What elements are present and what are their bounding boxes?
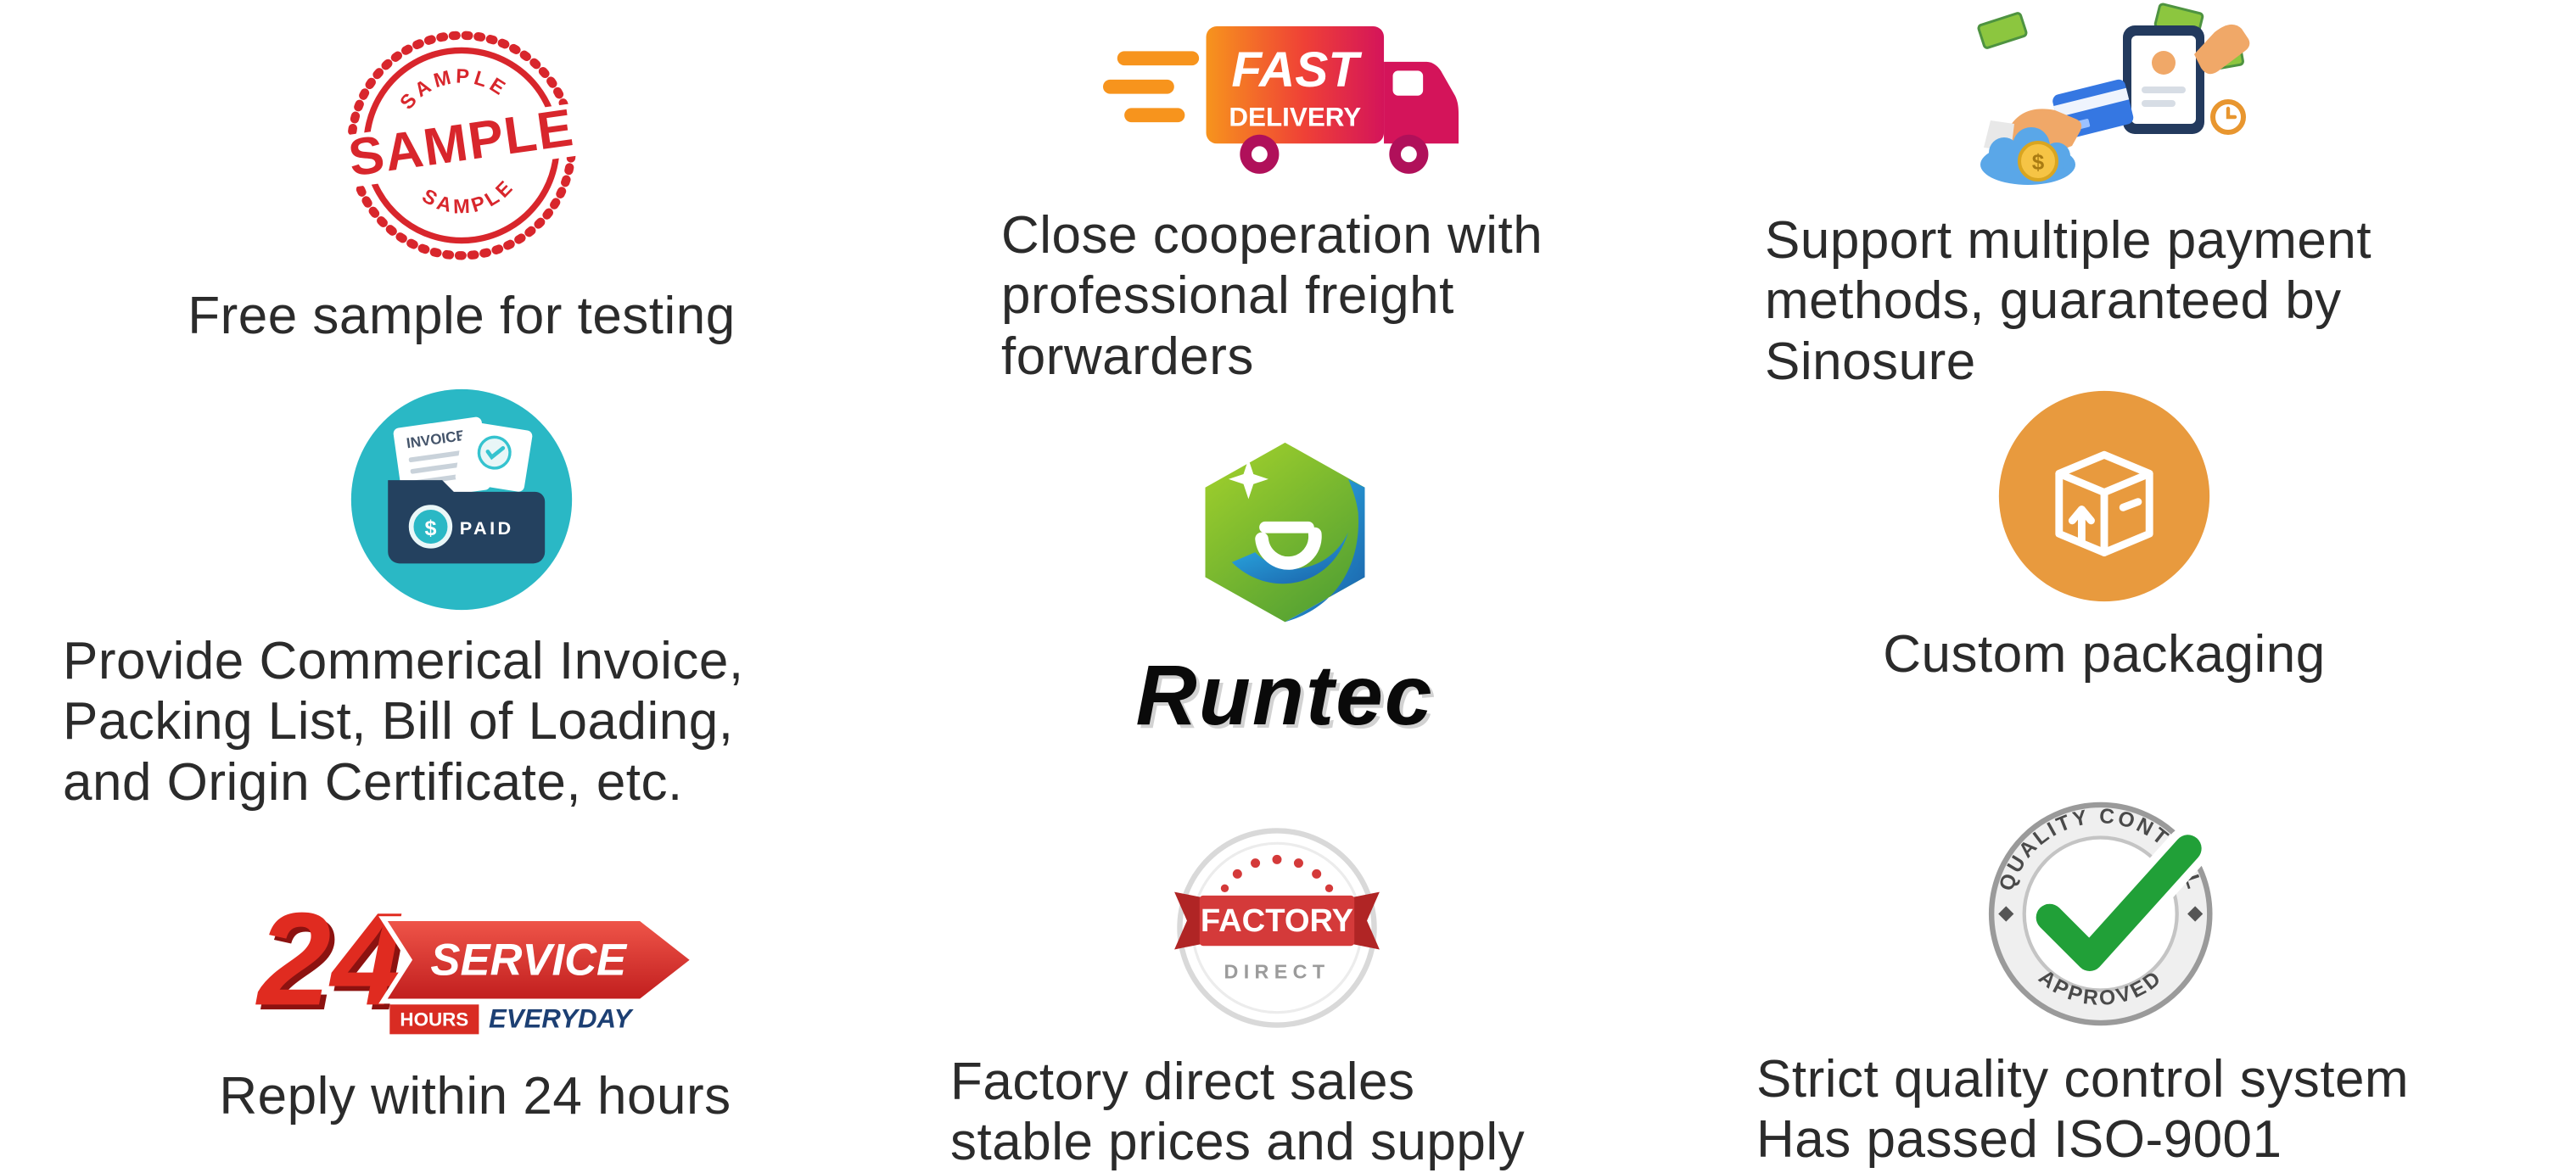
runtec-logo — [1205, 442, 1364, 623]
hours-word: HOURS — [400, 1009, 468, 1031]
24-hour-service-icon: 24 24 SERVICE HOURS EVERYDAY — [255, 885, 697, 1037]
right-hand — [2194, 24, 2250, 75]
badge-dots — [1220, 854, 1334, 892]
feature-caption: Free sample for testing — [188, 287, 736, 345]
truck-word-delivery: DELIVERY — [1229, 102, 1361, 131]
feature-quality-control: QUALITY CONTROL APPROVED Strict quality … — [1688, 794, 2520, 1170]
sparkle-icon — [1228, 459, 1268, 500]
box-outline — [2055, 450, 2153, 556]
sample-stamp-icon: SAMPLE SAMPLE SAMPLE — [344, 31, 580, 260]
factory-word: FACTORY — [1201, 902, 1353, 939]
speed-lines — [1103, 51, 1200, 123]
brand-name: Runtec — [1135, 648, 1434, 743]
payment-methods-icon: $ — [1977, 3, 2250, 185]
custom-packaging-icon — [1998, 390, 2210, 602]
checked-paper — [455, 421, 533, 492]
feature-caption: Support multiple payment methods, guaran… — [1765, 211, 2372, 391]
truck-word-fast: FAST — [1231, 42, 1362, 98]
feature-24h-service: 24 24 SERVICE HOURS EVERYDAY Reply withi… — [76, 885, 874, 1126]
feature-payment: $ Support multiple payment methods, guar… — [1748, 3, 2461, 392]
direct-word: DIRECT — [1224, 960, 1330, 982]
stamp-word-bottom: SAMPLE — [416, 173, 523, 226]
feature-caption: Close cooperation with professional frei… — [1001, 206, 1543, 386]
fast-delivery-truck-icon: FAST DELIVERY — [1103, 26, 1459, 174]
feature-documents: INVOICE $ PAID Provide Commerical Invoic… — [63, 383, 860, 813]
factory-direct-badge-icon: FACTORY DIRECT — [1174, 828, 1380, 1028]
clock-icon — [2210, 99, 2246, 135]
feature-factory-direct: FACTORY DIRECT Factory direct sales stab… — [916, 819, 1638, 1173]
number-24: 24 — [255, 885, 404, 1032]
invoice-documents-icon: INVOICE $ PAID — [350, 388, 573, 611]
everyday-word: EVERYDAY — [489, 1004, 635, 1034]
factory-ribbon — [1199, 895, 1355, 947]
feature-fast-delivery: FAST DELIVERY Close cooperation with pro… — [967, 12, 1612, 387]
number-24-shadow: 24 — [260, 890, 409, 1037]
folder-currency: $ — [424, 517, 436, 540]
green-check-icon — [2036, 835, 2202, 971]
feature-caption: Custom packaging — [1883, 625, 2326, 684]
paid-label: PAID — [460, 517, 514, 539]
brand-logo-block: Runtec — [988, 436, 1582, 745]
service-word: SERVICE — [430, 935, 628, 985]
feature-packaging: Custom packaging — [1731, 383, 2478, 684]
stamp-word-center: SAMPLE — [345, 98, 578, 187]
service-arrow-ribbon — [378, 916, 697, 1004]
quality-control-stamp-icon: QUALITY CONTROL APPROVED — [1988, 802, 2213, 1026]
feature-caption: Provide Commerical Invoice, Packing List… — [63, 632, 744, 812]
feature-caption: Factory direct sales stable prices and s… — [950, 1053, 1526, 1172]
coin-currency: $ — [2032, 149, 2045, 175]
feature-free-sample: SAMPLE SAMPLE SAMPLE Free sample for tes… — [80, 20, 843, 346]
feature-caption: Reply within 24 hours — [219, 1067, 731, 1126]
feature-caption: Strict quality control system Has passed… — [1756, 1050, 2410, 1170]
cloud-coin: $ — [1980, 127, 2075, 185]
